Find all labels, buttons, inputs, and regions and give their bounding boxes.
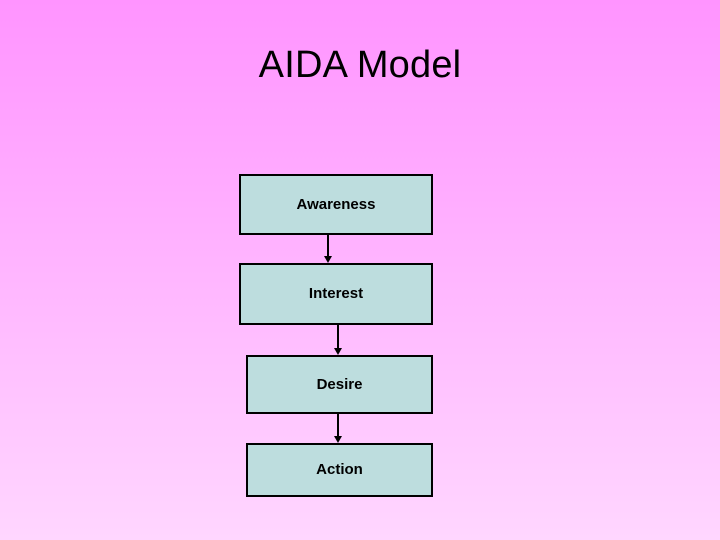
arrow-awareness-to-interest	[324, 235, 332, 263]
page-title: AIDA Model	[258, 44, 462, 86]
arrow-head-icon	[324, 256, 332, 263]
stage-label-desire: Desire	[316, 375, 363, 393]
arrow-head-icon	[334, 348, 342, 355]
arrow-shaft	[337, 325, 339, 349]
stage-box-interest[interactable]: Interest	[239, 263, 433, 325]
stage-box-action[interactable]: Action	[246, 443, 433, 497]
arrow-interest-to-desire	[334, 325, 342, 355]
stage-label-interest: Interest	[308, 285, 364, 302]
stage-box-awareness[interactable]: Awareness	[239, 174, 433, 235]
stage-label-action: Action	[316, 461, 363, 478]
arrow-desire-to-action	[334, 414, 342, 443]
arrow-head-icon	[334, 436, 342, 443]
arrow-shaft	[337, 414, 339, 437]
arrow-shaft	[327, 235, 329, 257]
stage-box-desire[interactable]: Desire	[246, 355, 433, 414]
stage-label-awareness: Awareness	[296, 195, 376, 213]
